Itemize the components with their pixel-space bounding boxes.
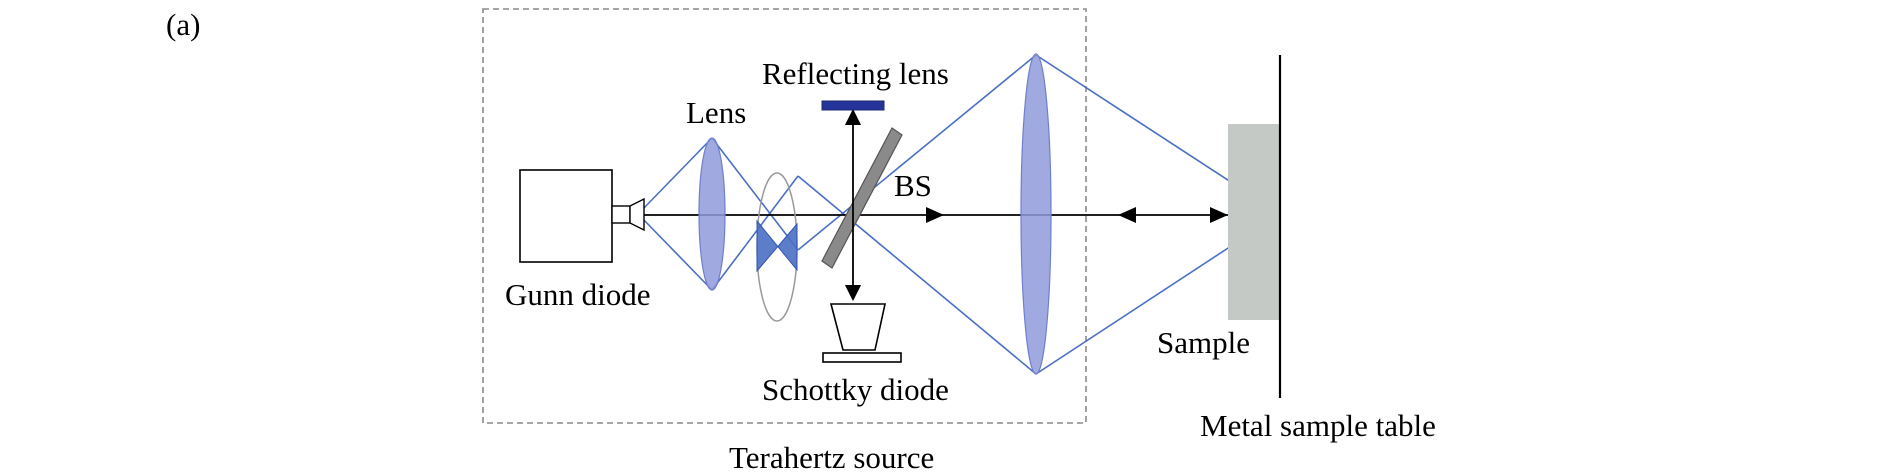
lens-small — [698, 137, 726, 291]
lens-large — [1020, 53, 1052, 375]
focus-bowtie — [756, 219, 798, 273]
sample — [1228, 124, 1280, 320]
beam-splitter — [821, 127, 903, 269]
schottky-diode — [822, 303, 902, 363]
axis-arrow-forward — [926, 207, 944, 223]
lens-label: Lens — [686, 95, 746, 130]
axis-arrow-left — [1118, 207, 1136, 223]
terahertz-source-boundary — [482, 8, 1087, 424]
axis-arrow-right — [1210, 207, 1228, 223]
reflecting-mirror — [821, 100, 885, 111]
reflecting-lens-label: Reflecting lens — [762, 56, 949, 91]
panel-label: (a) — [166, 7, 200, 42]
gunn-diode-label: Gunn diode — [505, 277, 651, 312]
gunn-diode-box — [519, 169, 645, 263]
terahertz-source-label: Terahertz source — [729, 440, 934, 475]
metal-sample-table-label: Metal sample table — [1200, 408, 1436, 443]
bs-label: BS — [894, 168, 932, 203]
sample-label: Sample — [1157, 325, 1250, 360]
schottky-diode-label: Schottky diode — [762, 372, 949, 407]
